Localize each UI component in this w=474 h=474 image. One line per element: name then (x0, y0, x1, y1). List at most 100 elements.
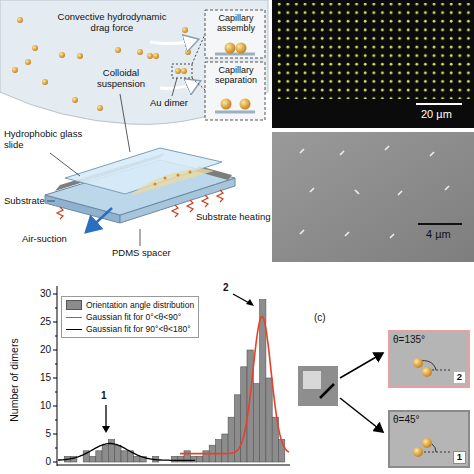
annotation: Substrate (4, 196, 45, 207)
dark-field-image (272, 0, 474, 128)
angle-label: θ=45° (393, 414, 420, 426)
circle-shape (97, 105, 103, 111)
annotation: Air-suction (22, 234, 67, 245)
rect-shape (298, 366, 338, 406)
path-shape (0, 0, 268, 124)
rect-shape (303, 371, 321, 389)
line-shape (398, 191, 402, 195)
line-shape (424, 452, 452, 453)
rect-shape (205, 62, 265, 120)
rect-shape (276, 3, 472, 99)
angle-label: θ=135° (393, 334, 425, 346)
line-shape (300, 230, 304, 234)
legend-row: Orientation angle distribution (66, 299, 194, 311)
callout-number: 2 (223, 282, 229, 294)
histogram-bar (178, 456, 184, 462)
line-shape (120, 94, 130, 152)
path-shape (57, 207, 63, 219)
path-shape (217, 190, 223, 202)
circle-shape (185, 49, 191, 55)
axis-title: Number of dimers (8, 338, 20, 421)
histogram-bar (90, 456, 96, 462)
line-shape (385, 146, 389, 150)
circle-shape (72, 97, 78, 103)
line-shape (140, 229, 141, 246)
minor-tick (55, 448, 57, 449)
line-shape (430, 152, 434, 156)
legend-swatch (66, 300, 82, 310)
tick (53, 294, 57, 295)
minor-tick (55, 364, 57, 365)
rect-shape (172, 64, 192, 78)
circle-shape (240, 99, 251, 110)
tick-label: 20 (31, 344, 51, 356)
tick (53, 350, 57, 351)
callout-number: 1 (453, 451, 466, 464)
path-shape (187, 200, 193, 212)
line-shape (355, 190, 359, 194)
line-shape (86, 208, 112, 232)
rect-shape (388, 330, 470, 388)
legend-text: Gaussian fit for 0°<θ<90° (86, 312, 181, 322)
line-shape (340, 398, 383, 432)
line-shape (47, 201, 55, 202)
histogram-bar (121, 451, 127, 462)
line-shape (340, 353, 383, 378)
circle-shape (225, 43, 236, 54)
sem-image (272, 132, 474, 262)
circle-shape (177, 174, 180, 177)
rect-shape (272, 0, 474, 128)
g-shape (154, 171, 192, 186)
tick (53, 322, 57, 323)
histogram-bar (102, 445, 108, 462)
histogram-bar (134, 456, 140, 462)
circle-shape (413, 358, 423, 368)
histogram-bar (253, 384, 259, 462)
path-shape (130, 168, 214, 196)
line-shape (300, 149, 304, 153)
image-panel: θ=45° 1 (388, 410, 470, 468)
annotation: Capillary separation (208, 65, 264, 86)
line-shape (320, 384, 334, 398)
scale-bar-label: 4 µm (426, 228, 451, 241)
rect-shape (205, 10, 265, 58)
tick-label: 15 (31, 372, 51, 384)
histogram-bar (216, 440, 222, 462)
rect-shape (272, 132, 474, 262)
circle-shape (175, 68, 181, 74)
circle-shape (153, 53, 159, 59)
circle-shape (422, 438, 432, 448)
line-shape (172, 78, 177, 96)
circle-shape (42, 79, 48, 85)
legend-line-sample (66, 317, 82, 318)
annotation: Colloidal suspension (90, 68, 152, 90)
circle-shape (221, 99, 232, 110)
scale-bar-label: 20 µm (421, 108, 452, 121)
legend-box: Orientation angle distributionGaussian f… (61, 296, 199, 338)
tick (53, 406, 57, 407)
image-panel: θ=135°2 (388, 330, 470, 388)
line-shape (192, 78, 205, 90)
path-shape (432, 444, 436, 452)
path-shape (150, 40, 196, 44)
histogram-bar (171, 456, 177, 462)
circle-shape (17, 17, 23, 23)
minor-tick (55, 392, 57, 393)
panel-label: (c) (314, 312, 326, 324)
line-shape (390, 234, 394, 238)
orientation-schematic (298, 330, 470, 468)
annotation: Au dimer (150, 98, 188, 109)
line-shape (418, 223, 462, 225)
histogram-bar (115, 445, 121, 462)
circle-shape (164, 177, 167, 180)
rect-shape (388, 410, 470, 468)
annotation: PDMS spacer (112, 248, 171, 259)
minor-tick (55, 336, 57, 337)
histogram-bar (96, 451, 102, 462)
annotation: Substrate heating (196, 212, 270, 223)
tick (53, 378, 57, 379)
legend-text: Gaussian fit for 90°<θ<180° (86, 324, 191, 334)
tick-label: 5 (31, 428, 51, 440)
path-shape (215, 111, 255, 114)
